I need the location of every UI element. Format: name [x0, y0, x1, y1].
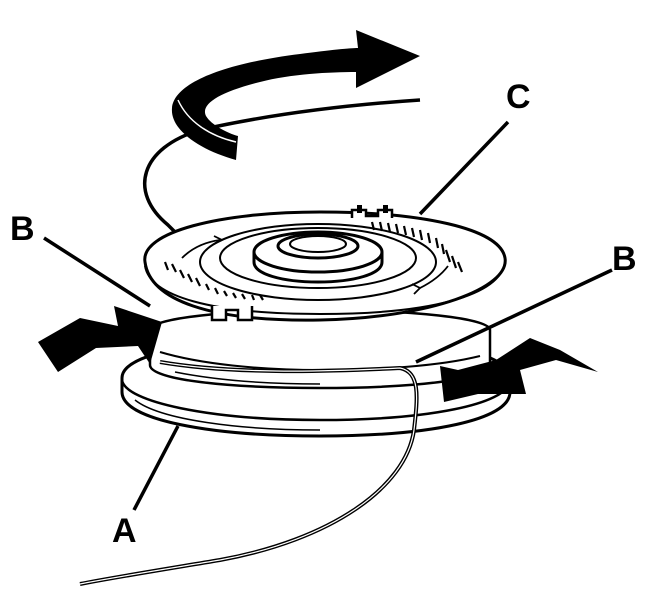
- leader-line-b-left: [43, 236, 151, 308]
- push-arrow-left-icon: [440, 338, 598, 402]
- embossed-text-marks: [163, 221, 464, 301]
- callout-label-b-right: B: [612, 240, 637, 278]
- embossed-arrow-icon: [181, 235, 449, 295]
- leader-line-a: [132, 425, 180, 511]
- leader-line-b-right: [415, 268, 613, 364]
- spool-center-boss: [199, 223, 437, 301]
- spool-hub: [148, 308, 492, 390]
- callout-label-a: A: [112, 512, 137, 550]
- curved-rotation-arrow-icon: [171, 30, 420, 160]
- push-arrow-right-icon: [38, 306, 162, 372]
- callout-label-c: C: [506, 78, 531, 116]
- leader-line-c: [418, 120, 510, 216]
- callout-label-b-left: B: [10, 210, 35, 248]
